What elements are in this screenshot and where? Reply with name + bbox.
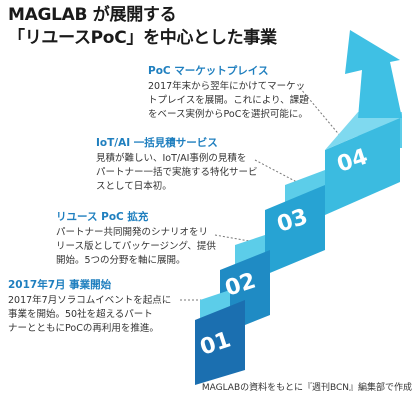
up-arrow-icon (345, 30, 402, 118)
phase-line: 事業を開始。50社を超えるパート (8, 309, 153, 320)
phase-line: ナーとともにPoCの再利用を推進。 (8, 323, 159, 334)
step-4 (325, 112, 402, 215)
phase-line: 開始。5つの分野を軸に展開。 (56, 255, 186, 266)
phase-description: パートナー共同開発のシナリオをリ リース版としてパッケージング、提供 開始。5つ… (56, 226, 216, 268)
phase-description: 見積が難しい、IoT/AI事例の見積を パートナー一括で実施する特化サービ スと… (96, 152, 258, 194)
title-line-2: 「リユースPoC」を中心とした事業 (8, 28, 277, 48)
phase-block-3: IoT/AI 一括見積サービス 見積が難しい、IoT/AI事例の見積を パートナ… (96, 136, 258, 194)
phase-title: リユース PoC 拡充 (56, 211, 149, 223)
phase-line: をベース実例からPoCを選択可能に。 (148, 109, 308, 120)
phase-line: リース版としてパッケージング、提供 (56, 241, 216, 252)
step-1 (195, 290, 245, 385)
step-3 (265, 170, 325, 275)
phase-title: 2017年7月 事業開始 (8, 279, 112, 291)
title-line-1: MAGLAB が展開する (8, 5, 177, 25)
phase-line: スとして日本初。 (96, 181, 172, 192)
phase-block-4: PoC マーケットプレイス 2017年末から翌年にかけてマーケッ トプレイスを展… (148, 64, 309, 122)
phase-line: 見積が難しい、IoT/AI事例の見積を (96, 153, 247, 164)
phase-line: パートナー共同開発のシナリオをリ (56, 227, 209, 238)
phase-line: 2017年末から翌年にかけてマーケッ (148, 81, 306, 92)
phase-title: PoC マーケットプレイス (148, 65, 269, 77)
phase-line: パートナー一括で実施する特化サービ (96, 167, 258, 178)
phase-description: 2017年7月ソラコムイベントを起点に 事業を開始。50社を超えるパート ナーと… (8, 294, 171, 336)
phase-line: トプレイスを展開。これにより、課題 (148, 95, 309, 106)
diagram-title: MAGLAB が展開する 「リユースPoC」を中心とした事業 (8, 4, 277, 50)
connector-line-4 (299, 87, 353, 151)
phase-line: 2017年7月ソラコムイベントを起点に (8, 295, 172, 306)
phase-block-2: リユース PoC 拡充 パートナー共同開発のシナリオをリ リース版としてパッケー… (56, 210, 216, 268)
phase-title: IoT/AI 一括見積サービス (96, 137, 218, 149)
source-credit: MAGLABの資料をもとに『週刊BCN』編集部で作成 (201, 383, 412, 393)
phase-description: 2017年末から翌年にかけてマーケッ トプレイスを展開。これにより、課題 をベー… (148, 80, 309, 122)
phase-block-1: 2017年7月 事業開始 2017年7月ソラコムイベントを起点に 事業を開始。5… (8, 278, 171, 336)
